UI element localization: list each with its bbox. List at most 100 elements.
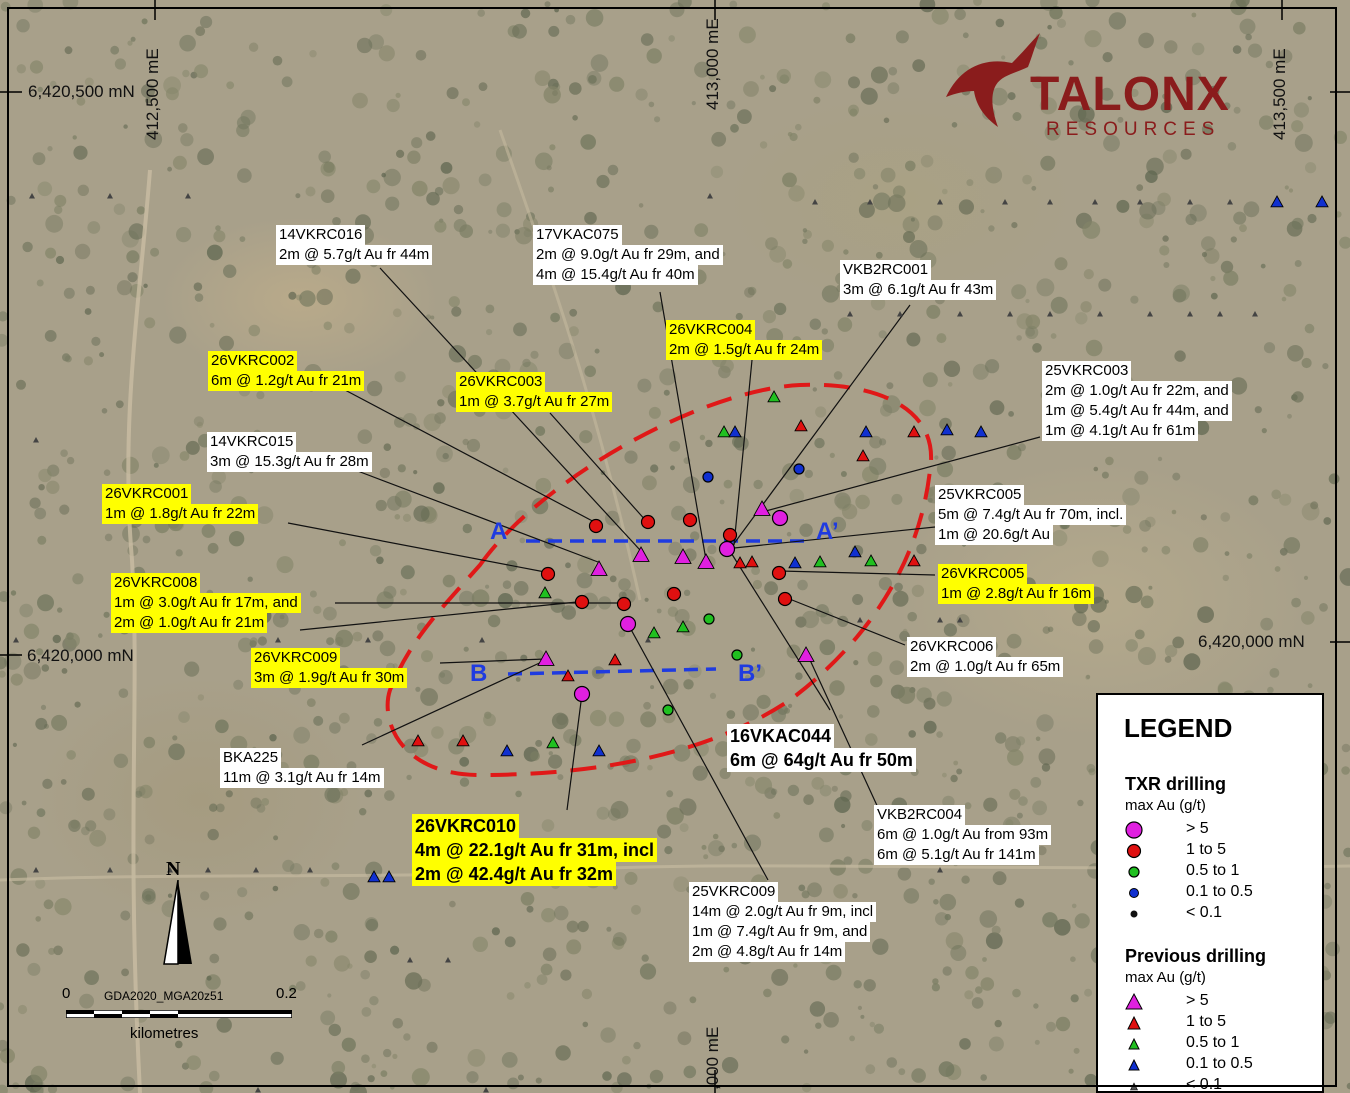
leader-line bbox=[299, 601, 578, 631]
easting-label-412500: 412,500 mE bbox=[143, 48, 162, 140]
vegetation-clump bbox=[643, 701, 651, 710]
vegetation-clump bbox=[932, 978, 939, 985]
vegetation-clump bbox=[1108, 12, 1127, 30]
vegetation-clump bbox=[894, 582, 903, 592]
vegetation-clump bbox=[944, 913, 951, 921]
vegetation-clump bbox=[520, 892, 535, 906]
vegetation-clump bbox=[1183, 653, 1201, 671]
vegetation-clump bbox=[980, 977, 995, 991]
vegetation-clump bbox=[313, 715, 324, 726]
vegetation-clump bbox=[795, 123, 802, 131]
vegetation-clump bbox=[1016, 313, 1033, 330]
vegetation-clump bbox=[309, 590, 317, 598]
vegetation-clump bbox=[551, 712, 569, 730]
vegetation-clump bbox=[926, 304, 941, 319]
vegetation-clump bbox=[579, 430, 593, 444]
vegetation-clump bbox=[677, 0, 692, 9]
vegetation-clump bbox=[289, 863, 303, 876]
vegetation-clump bbox=[606, 926, 612, 932]
vegetation-clump bbox=[701, 844, 707, 850]
vegetation-clump bbox=[517, 1074, 524, 1081]
vegetation-clump bbox=[104, 533, 113, 542]
vegetation-clump bbox=[347, 963, 353, 969]
vegetation-clump bbox=[81, 826, 90, 836]
vegetation-clump bbox=[40, 704, 47, 711]
vegetation-clump bbox=[323, 321, 333, 331]
vegetation-clump bbox=[21, 800, 27, 806]
vegetation-clump bbox=[1281, 296, 1287, 302]
vegetation-clump bbox=[743, 81, 759, 97]
vegetation-clump bbox=[1068, 1068, 1074, 1074]
vegetation-clump bbox=[207, 828, 219, 841]
vegetation-clump bbox=[802, 238, 808, 244]
vegetation-clump bbox=[144, 834, 155, 845]
vegetation-clump bbox=[1087, 620, 1101, 633]
vegetation-clump bbox=[352, 92, 368, 109]
vegetation-clump bbox=[1291, 597, 1301, 608]
previous-drillhole-low bbox=[812, 199, 818, 205]
vegetation-clump bbox=[54, 898, 72, 916]
vegetation-clump bbox=[91, 336, 101, 346]
vegetation-clump bbox=[773, 812, 781, 819]
leader-line bbox=[761, 436, 1041, 513]
previous-drillhole bbox=[733, 556, 747, 569]
vegetation-clump bbox=[550, 598, 565, 613]
vegetation-clump bbox=[76, 96, 86, 106]
vegetation-clump bbox=[744, 287, 755, 298]
section-label-a: A bbox=[490, 518, 508, 545]
vegetation-clump bbox=[194, 293, 204, 302]
vegetation-clump bbox=[649, 1069, 664, 1084]
legend-txr-sub: max Au (g/t) bbox=[1125, 797, 1206, 814]
vegetation-clump bbox=[84, 308, 92, 315]
vegetation-clump bbox=[644, 597, 649, 602]
vegetation-clump bbox=[459, 756, 470, 767]
vegetation-clump bbox=[1274, 566, 1281, 572]
vegetation-clump bbox=[79, 993, 94, 1009]
vegetation-clump bbox=[679, 798, 697, 816]
vegetation-clump bbox=[153, 462, 159, 468]
vegetation-clump bbox=[566, 920, 579, 933]
vegetation-clump bbox=[1051, 530, 1068, 547]
vegetation-clump bbox=[737, 109, 752, 124]
vegetation-clump bbox=[27, 962, 41, 976]
vegetation-clump bbox=[467, 354, 482, 370]
vegetation-clump bbox=[239, 236, 246, 243]
vegetation-clump bbox=[54, 194, 67, 207]
leader-line bbox=[344, 389, 601, 526]
vegetation-clump bbox=[141, 890, 156, 905]
vegetation-clump bbox=[548, 25, 560, 37]
vegetation-clump bbox=[1007, 92, 1016, 101]
previous-drillhole bbox=[382, 870, 396, 883]
vegetation-clump bbox=[549, 144, 556, 151]
vegetation-clump bbox=[364, 789, 373, 798]
vegetation-clump bbox=[38, 468, 52, 483]
vegetation-clump bbox=[853, 980, 862, 989]
vegetation-clump bbox=[442, 574, 456, 588]
vegetation-clump bbox=[139, 784, 153, 799]
vegetation-clump bbox=[1232, 45, 1242, 54]
vegetation-clump bbox=[548, 754, 563, 769]
vegetation-clump bbox=[240, 109, 256, 125]
vegetation-clump bbox=[923, 697, 936, 710]
vegetation-clump bbox=[931, 983, 941, 992]
vegetation-clump bbox=[1008, 411, 1014, 417]
triangle-green-icon bbox=[1128, 1037, 1140, 1050]
vegetation-clump bbox=[120, 1076, 136, 1092]
previous-drillhole-low bbox=[867, 199, 873, 205]
vegetation-clump bbox=[1083, 269, 1094, 280]
vegetation-clump bbox=[32, 152, 46, 166]
vegetation-clump bbox=[1307, 683, 1313, 689]
vegetation-clump bbox=[330, 1071, 347, 1089]
vegetation-clump bbox=[872, 938, 889, 955]
vegetation-clump bbox=[1084, 1073, 1098, 1087]
vegetation-clump bbox=[1134, 470, 1149, 485]
vegetation-clump bbox=[394, 490, 412, 508]
vegetation-clump bbox=[1283, 284, 1297, 297]
vegetation-clump bbox=[853, 660, 859, 666]
vegetation-clump bbox=[194, 64, 209, 79]
vegetation-clump bbox=[787, 132, 793, 137]
vegetation-clump bbox=[74, 243, 91, 260]
vegetation-clump bbox=[149, 132, 155, 138]
